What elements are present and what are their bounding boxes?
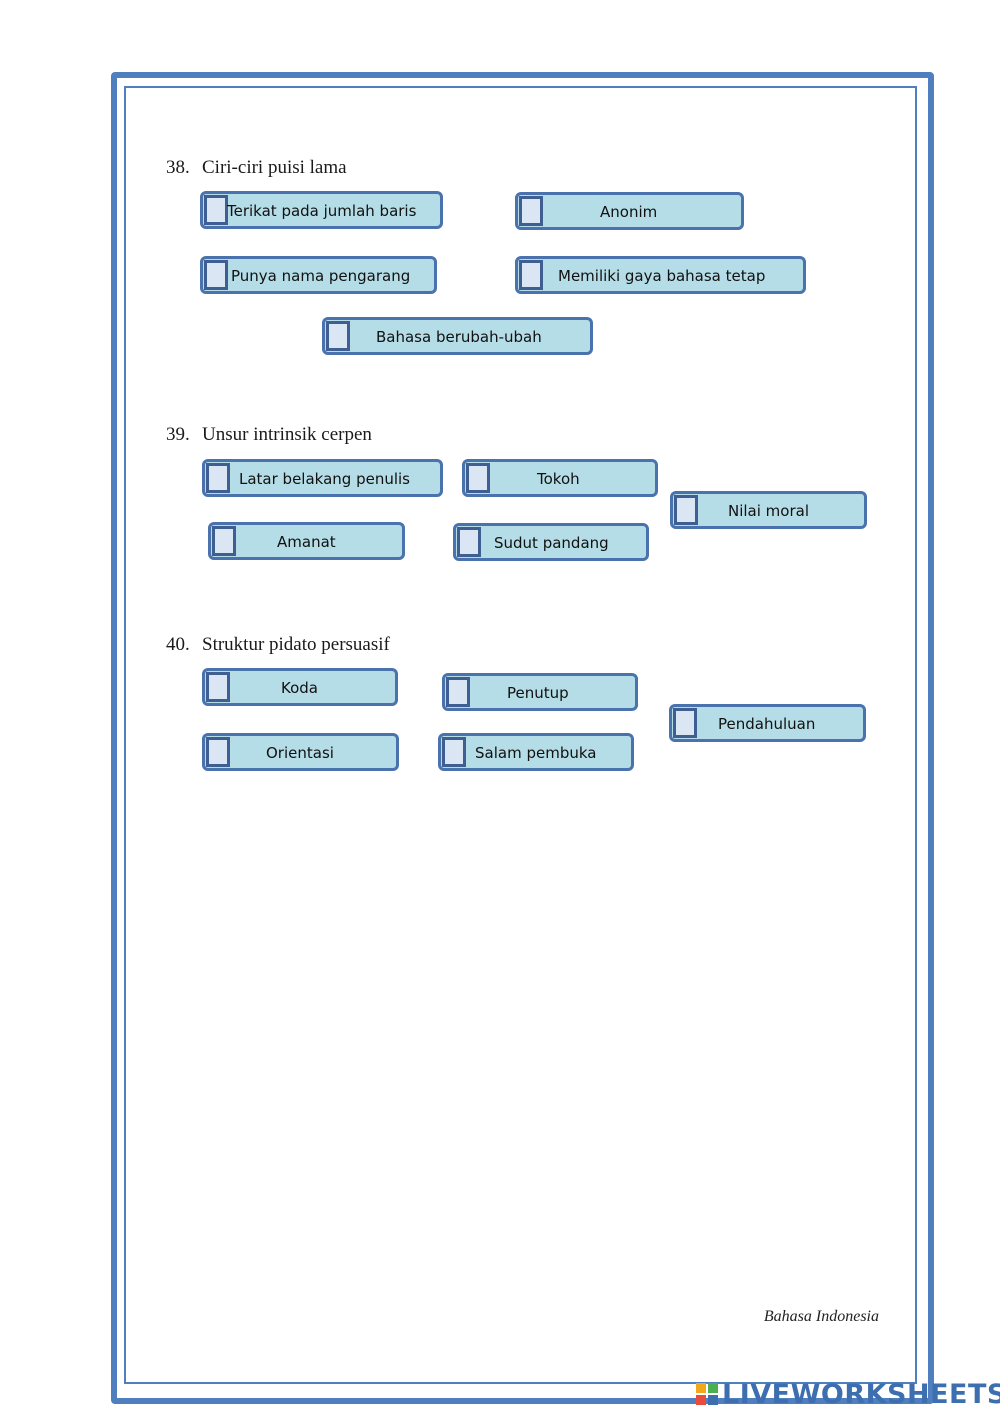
option-orientasi[interactable]: Orientasi	[202, 733, 399, 771]
option-punya-nama-pengarang[interactable]: Punya nama pengarang	[200, 256, 437, 294]
brand-name: LIVEWORKSHEETS	[722, 1378, 1000, 1410]
checkbox[interactable]	[204, 195, 228, 225]
footer-subject: Bahasa Indonesia	[763, 1308, 879, 1325]
question-39: 39. Unsur intrinsik cerpen	[166, 424, 372, 446]
question-text: Ciri-ciri puisi lama	[202, 157, 347, 178]
checkbox[interactable]	[212, 526, 236, 556]
checkbox[interactable]	[204, 260, 228, 290]
option-label: Anonim	[600, 203, 658, 221]
option-label: Orientasi	[266, 744, 334, 762]
question-text: Struktur pidato persuasif	[202, 634, 390, 655]
logo-square	[708, 1383, 718, 1393]
question-40: 40. Struktur pidato persuasif	[166, 634, 390, 656]
option-label: Latar belakang penulis	[239, 470, 410, 488]
option-pendahuluan[interactable]: Pendahuluan	[669, 704, 866, 742]
option-label: Sudut pandang	[494, 534, 609, 552]
option-label: Punya nama pengarang	[231, 267, 411, 285]
logo-square	[708, 1395, 718, 1405]
option-penutup[interactable]: Penutup	[442, 673, 638, 711]
checkbox[interactable]	[206, 463, 230, 493]
logo-square	[696, 1383, 706, 1393]
option-label: Tokoh	[537, 470, 580, 488]
option-latar-belakang-penulis[interactable]: Latar belakang penulis	[202, 459, 443, 497]
checkbox[interactable]	[446, 677, 470, 707]
liveworksheets-brand[interactable]: LIVEWORKSHEETS	[696, 1378, 1000, 1410]
option-label: Penutup	[507, 684, 569, 702]
option-label: Koda	[281, 679, 318, 697]
option-amanat[interactable]: Amanat	[208, 522, 405, 560]
option-label: Bahasa berubah-ubah	[376, 328, 542, 346]
checkbox[interactable]	[326, 321, 350, 351]
option-koda[interactable]: Koda	[202, 668, 398, 706]
page-frame-inner	[124, 86, 917, 1384]
checkbox[interactable]	[442, 737, 466, 767]
option-label: Memiliki gaya bahasa tetap	[558, 267, 766, 285]
checkbox[interactable]	[206, 737, 230, 767]
page-frame-outer	[111, 72, 934, 1404]
option-label: Salam pembuka	[475, 744, 597, 762]
checkbox[interactable]	[673, 708, 697, 738]
option-sudut-pandang[interactable]: Sudut pandang	[453, 523, 649, 561]
liveworksheets-logo-icon	[696, 1383, 718, 1405]
option-label: Pendahuluan	[718, 715, 816, 733]
question-38: 38. Ciri-ciri puisi lama	[166, 157, 347, 179]
checkbox[interactable]	[206, 672, 230, 702]
question-number: 38.	[166, 157, 190, 178]
checkbox[interactable]	[466, 463, 490, 493]
option-label: Terikat pada jumlah baris	[227, 202, 417, 220]
option-nilai-moral[interactable]: Nilai moral	[670, 491, 867, 529]
option-anonim[interactable]: Anonim	[515, 192, 744, 230]
option-terikat-pada-jumlah-baris[interactable]: Terikat pada jumlah baris	[200, 191, 443, 229]
option-tokoh[interactable]: Tokoh	[462, 459, 658, 497]
question-number: 40.	[166, 634, 190, 655]
checkbox[interactable]	[457, 527, 481, 557]
checkbox[interactable]	[674, 495, 698, 525]
option-label: Amanat	[277, 533, 336, 551]
option-memiliki-gaya-bahasa-tetap[interactable]: Memiliki gaya bahasa tetap	[515, 256, 806, 294]
question-text: Unsur intrinsik cerpen	[202, 424, 372, 445]
logo-square	[696, 1395, 706, 1405]
checkbox[interactable]	[519, 196, 543, 226]
question-number: 39.	[166, 424, 190, 445]
option-salam-pembuka[interactable]: Salam pembuka	[438, 733, 634, 771]
option-bahasa-berubah-ubah[interactable]: Bahasa berubah-ubah	[322, 317, 593, 355]
option-label: Nilai moral	[728, 502, 809, 520]
checkbox[interactable]	[519, 260, 543, 290]
